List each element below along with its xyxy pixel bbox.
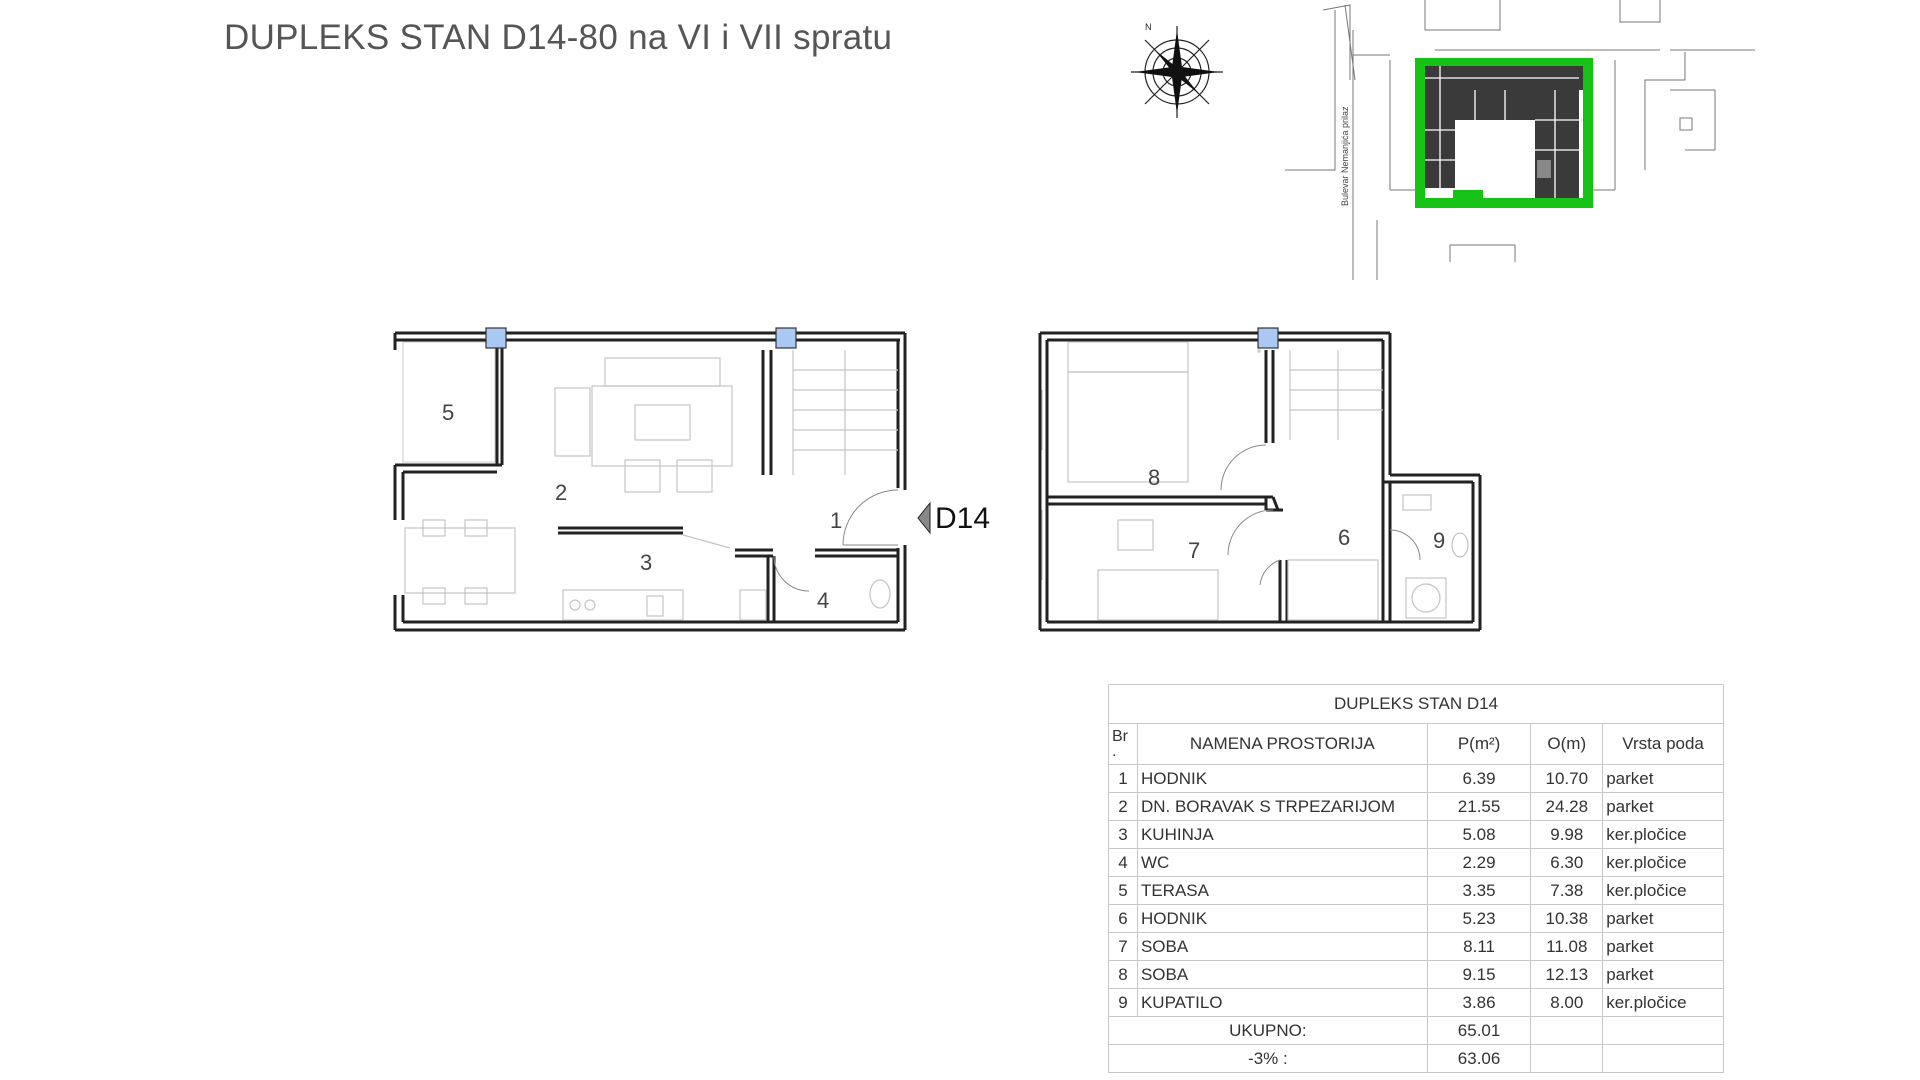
room-number-7: 7 xyxy=(1188,538,1200,563)
row-name: HODNIK xyxy=(1136,904,1428,933)
reduced-empty-1 xyxy=(1530,1044,1604,1073)
row-area: 21.55 xyxy=(1426,792,1532,821)
row-floor: parket xyxy=(1602,932,1724,961)
table-caption: DUPLEKS STAN D14 xyxy=(1108,684,1724,724)
page-title: DUPLEKS STAN D14-80 na VI i VII spratu xyxy=(224,18,893,57)
svg-text:N: N xyxy=(1145,22,1152,32)
row-name: TERASA xyxy=(1136,876,1428,905)
row-perimeter: 6.30 xyxy=(1530,848,1604,877)
header-br: Br . xyxy=(1108,723,1138,765)
row-floor: ker.pločice xyxy=(1602,848,1724,877)
row-name: HODNIK xyxy=(1136,764,1428,793)
table-reduced-row: -3% : 63.06 xyxy=(1108,1044,1724,1073)
room-number-5: 5 xyxy=(442,400,454,425)
row-br: 7 xyxy=(1108,932,1138,961)
row-area: 5.23 xyxy=(1426,904,1532,933)
floor-plan-ground: 1 2 3 4 5 D14 xyxy=(393,327,990,632)
row-br: 9 xyxy=(1108,988,1138,1017)
table-header-row: Br . NAMENA PROSTORIJA P(m²) O(m) Vrsta … xyxy=(1108,723,1724,765)
unit-marker-icon xyxy=(917,501,931,535)
row-br: 2 xyxy=(1108,792,1138,821)
row-perimeter: 11.08 xyxy=(1530,932,1604,961)
header-perimeter: O(m) xyxy=(1530,723,1604,765)
row-br: 1 xyxy=(1108,764,1138,793)
room-number-3: 3 xyxy=(640,550,652,575)
total-value: 65.01 xyxy=(1426,1016,1532,1045)
row-name: SOBA xyxy=(1136,932,1428,961)
row-name: KUHINJA xyxy=(1136,820,1428,849)
room-number-4: 4 xyxy=(817,588,829,613)
row-area: 8.11 xyxy=(1426,932,1532,961)
row-perimeter: 7.38 xyxy=(1530,876,1604,905)
row-perimeter: 8.00 xyxy=(1530,988,1604,1017)
row-perimeter: 12.13 xyxy=(1530,960,1604,989)
row-br: 5 xyxy=(1108,876,1138,905)
total-empty-2 xyxy=(1602,1016,1724,1045)
row-name: SOBA xyxy=(1136,960,1428,989)
room-number-2: 2 xyxy=(555,480,567,505)
reduced-empty-2 xyxy=(1602,1044,1724,1073)
row-br: 8 xyxy=(1108,960,1138,989)
row-br: 6 xyxy=(1108,904,1138,933)
row-perimeter: 10.38 xyxy=(1530,904,1604,933)
table-caption-row: DUPLEKS STAN D14 xyxy=(1108,684,1724,724)
row-area: 9.15 xyxy=(1426,960,1532,989)
row-floor: ker.pločice xyxy=(1602,820,1724,849)
row-br: 3 xyxy=(1108,820,1138,849)
room-number-1: 1 xyxy=(830,508,842,533)
row-floor: ker.pločice xyxy=(1602,988,1724,1017)
header-name: NAMENA PROSTORIJA xyxy=(1136,723,1428,765)
street-label: Bulevar Nemanjića prilaz xyxy=(1340,106,1350,206)
row-area: 3.35 xyxy=(1426,876,1532,905)
row-name: WC xyxy=(1136,848,1428,877)
room-table: DUPLEKS STAN D14 Br . NAMENA PROSTORIJA … xyxy=(1108,684,1724,1073)
reduced-value: 63.06 xyxy=(1426,1044,1532,1073)
row-area: 6.39 xyxy=(1426,764,1532,793)
room-number-6: 6 xyxy=(1338,525,1350,550)
row-floor: ker.pločice xyxy=(1602,876,1724,905)
unit-label: D14 xyxy=(935,502,990,535)
row-floor: parket xyxy=(1602,764,1724,793)
row-perimeter: 9.98 xyxy=(1530,820,1604,849)
row-perimeter: 24.28 xyxy=(1530,792,1604,821)
room-number-9: 9 xyxy=(1433,528,1445,553)
row-name: KUPATILO xyxy=(1136,988,1428,1017)
row-floor: parket xyxy=(1602,904,1724,933)
row-floor: parket xyxy=(1602,960,1724,989)
row-perimeter: 10.70 xyxy=(1530,764,1604,793)
row-br: 4 xyxy=(1108,848,1138,877)
row-area: 3.86 xyxy=(1426,988,1532,1017)
table-total-row: UKUPNO: 65.01 xyxy=(1108,1016,1724,1045)
header-floor: Vrsta poda xyxy=(1602,723,1724,765)
row-name: DN. BORAVAK S TRPEZARIJOM xyxy=(1136,792,1428,821)
reduced-label: -3% : xyxy=(1108,1044,1428,1073)
compass-rose-icon: N xyxy=(1131,22,1223,118)
floor-plan-upper: 6 7 8 9 xyxy=(1038,327,1482,632)
row-floor: parket xyxy=(1602,792,1724,821)
site-plan: Bulevar Nemanjića prilaz xyxy=(1285,0,1755,280)
total-empty-1 xyxy=(1530,1016,1604,1045)
header-br-text: Br xyxy=(1112,728,1128,745)
header-br-dot: . xyxy=(1112,743,1117,760)
row-area: 5.08 xyxy=(1426,820,1532,849)
total-label: UKUPNO: xyxy=(1108,1016,1428,1045)
header-area: P(m²) xyxy=(1426,723,1532,765)
room-number-8: 8 xyxy=(1148,465,1160,490)
row-area: 2.29 xyxy=(1426,848,1532,877)
